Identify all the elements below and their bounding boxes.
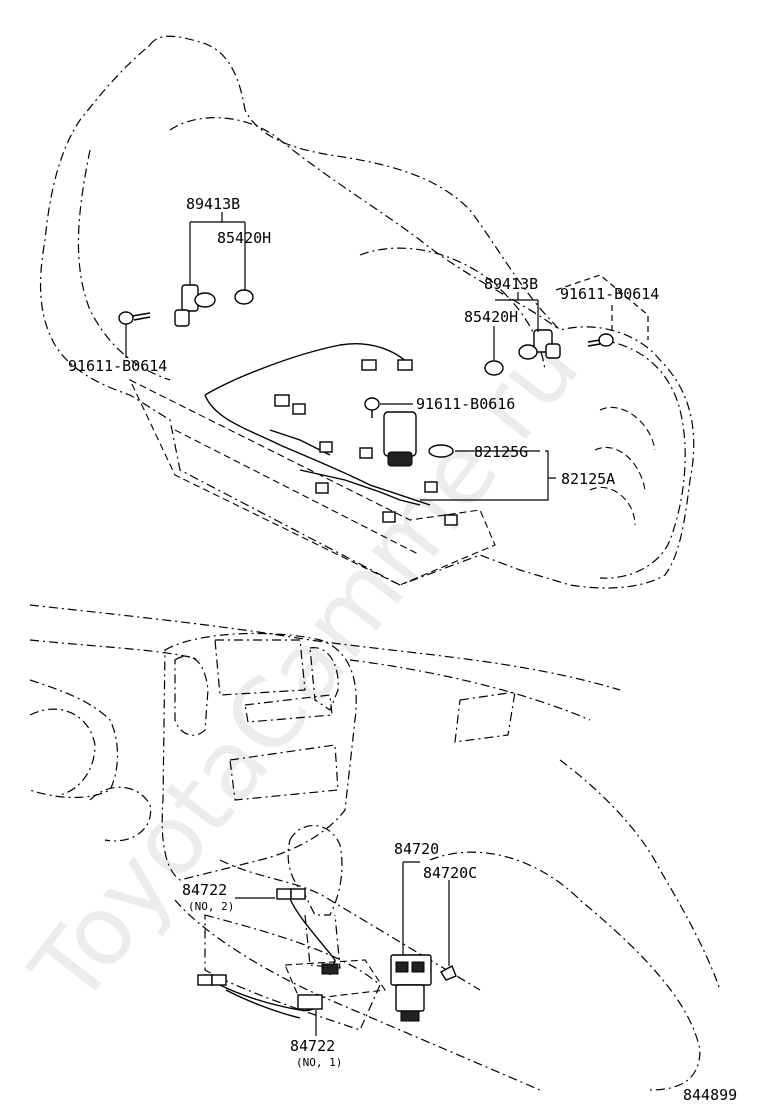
wire-harness-main (204, 343, 431, 506)
solenoid-connector (383, 411, 417, 467)
speed-sensor-right (518, 329, 561, 360)
label-84720c: 84720C (423, 864, 477, 882)
label-82125g: 82125G (474, 443, 528, 461)
label-84720: 84720 (394, 840, 439, 858)
wire-no2 (276, 888, 339, 976)
housing-inner-curve-3 (77, 149, 171, 381)
label-89413b-right: 89413B (484, 275, 538, 293)
harness-connector-2 (292, 403, 306, 415)
label-84722-no2-sub: (NO, 2) (188, 900, 234, 913)
bolt-center (364, 397, 380, 418)
harness-connector-3 (319, 441, 333, 453)
center-slot (244, 694, 333, 723)
oil-pan-line (174, 429, 421, 556)
transmission-assembly (39, 35, 695, 589)
overdrive-switch (390, 954, 432, 1022)
label-91611-b0614-right: 91611-B0614 (560, 285, 659, 303)
oil-pan-outline (128, 378, 496, 586)
floor-right-2 (559, 759, 721, 991)
console-outline (174, 859, 541, 1091)
dash-top-curve (29, 604, 621, 691)
instrument-cluster (29, 679, 119, 799)
floor-right (429, 851, 701, 1091)
glovebox-door (454, 691, 516, 743)
harness-connector-4 (359, 447, 373, 459)
harness-connector-5 (315, 482, 329, 494)
switch-clip (440, 965, 457, 981)
bolt-left (118, 311, 151, 325)
diagram-id: 844899 (683, 1086, 737, 1104)
label-84722-no1-sub: (NO, 1) (296, 1056, 342, 1069)
label-91611-b0614-left: 91611-B0614 (68, 357, 167, 375)
speed-sensor-left (174, 284, 216, 327)
bell-housing-outline (39, 35, 695, 589)
gasket (428, 444, 454, 458)
extension-fins (589, 406, 656, 526)
dashboard-interior (29, 604, 721, 1091)
callout-leaders-top (125, 212, 649, 501)
harness-connector-7 (444, 514, 458, 526)
center-stack-outline (161, 632, 357, 881)
label-85420h-left: 85420H (217, 229, 271, 247)
oring-right (484, 360, 504, 376)
harness-connector-10 (397, 359, 413, 371)
wire-no1 (197, 974, 323, 1019)
label-82125a: 82125A (561, 470, 615, 488)
shift-knob (287, 825, 343, 916)
harness-connector-9 (361, 359, 377, 371)
housing-inner-curve (169, 117, 561, 331)
steering-column (89, 786, 152, 842)
harness-connector-8 (424, 481, 438, 493)
center-vent-mid (214, 639, 306, 696)
label-84722-no1: 84722 (290, 1037, 335, 1055)
label-91611-b0616: 91611-B0616 (416, 395, 515, 413)
console-tray (204, 914, 381, 1031)
label-85420h-right: 85420H (464, 308, 518, 326)
shift-gate (284, 959, 386, 1001)
harness-connector-6 (382, 511, 396, 523)
center-vent-left (174, 655, 209, 736)
callout-leaders-bottom (235, 861, 450, 1036)
extension-housing (599, 339, 686, 579)
label-89413b-left: 89413B (186, 195, 240, 213)
center-control-panel (229, 744, 339, 801)
left-vent (29, 708, 96, 796)
bolt-right (587, 333, 614, 347)
center-vent-right (309, 647, 339, 711)
oring-left (234, 289, 254, 305)
label-84722-no2: 84722 (182, 881, 227, 899)
harness-connector-1 (274, 394, 290, 407)
